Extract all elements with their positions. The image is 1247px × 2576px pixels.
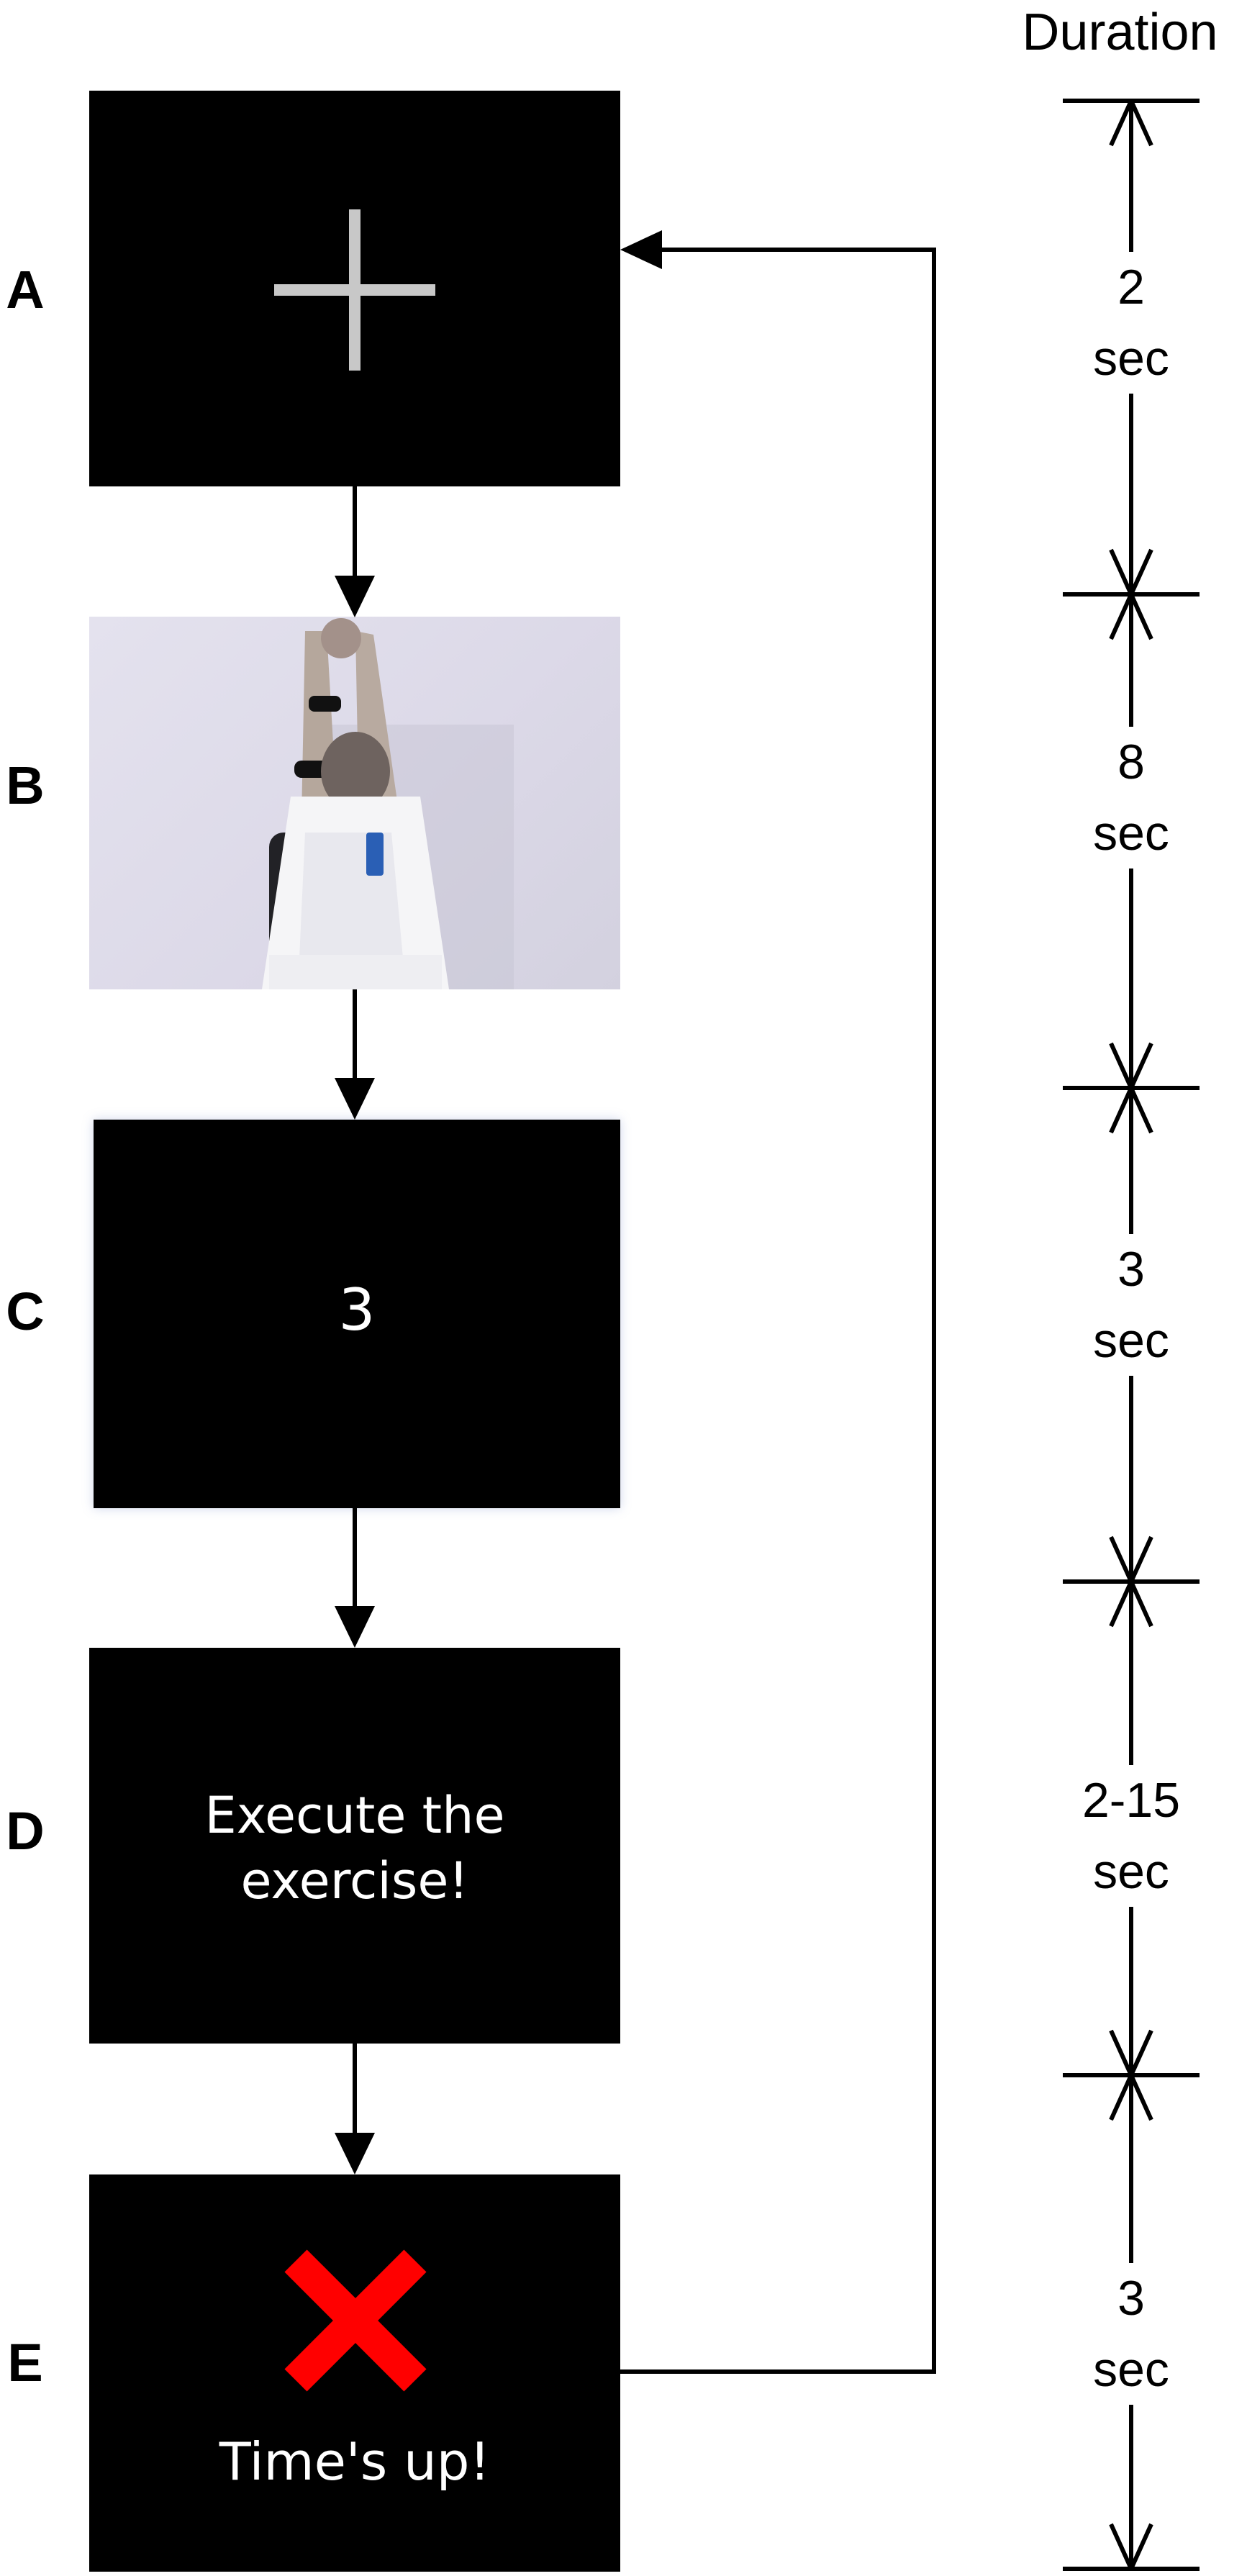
duration-segment-5: 3 sec — [1059, 2263, 1203, 2405]
timeline-arrow-down-left-4 — [1109, 2029, 1133, 2077]
timeline-arrow-up-left-3 — [1109, 1580, 1133, 1628]
timeline-arrow-up-right-3 — [1129, 1580, 1153, 1628]
photo-badge — [366, 833, 384, 876]
panel-label-a: A — [6, 260, 45, 319]
duration-unit-3: sec — [1093, 1312, 1169, 1368]
screen-fixation — [89, 91, 620, 486]
timeline-arrow-down-right-1 — [1129, 548, 1153, 596]
timeline-arrow-up-right-4 — [1129, 2074, 1153, 2121]
timeline-arrow-down-left-1 — [1109, 548, 1133, 596]
flow-arrow-b-c — [335, 989, 375, 1120]
timeline-arrow-up-left-4 — [1109, 2074, 1133, 2121]
duration-value-2: 8 — [1117, 735, 1145, 789]
person-raising-arms-photo — [262, 618, 514, 989]
plus-icon — [274, 209, 435, 371]
screen-timeout: Time's up! — [89, 2174, 620, 2572]
time-up-message: Time's up! — [219, 2431, 491, 2492]
timeline-arrow-down-right-4 — [1129, 2029, 1153, 2077]
duration-value-4: 2-15 — [1082, 1773, 1181, 1828]
duration-segment-4: 2-15 sec — [1059, 1765, 1203, 1908]
duration-value-1: 2 — [1117, 260, 1145, 314]
timeline-arrow-down-left-2 — [1109, 1042, 1133, 1089]
timeline-arrow-down-right-2 — [1129, 1042, 1153, 1089]
duration-unit-5: sec — [1093, 2341, 1169, 2397]
duration-segment-1: 2 sec — [1059, 252, 1203, 394]
timeline-arrow-up-left-0 — [1109, 99, 1133, 147]
screen-countdown: 3 — [94, 1120, 620, 1508]
duration-value-5: 3 — [1117, 2271, 1145, 2326]
countdown-number: 3 — [338, 1276, 376, 1343]
flow-arrow-c-d — [335, 1508, 375, 1648]
duration-value-3: 3 — [1117, 1242, 1145, 1297]
timeline-arrow-up-right-2 — [1129, 1087, 1153, 1134]
duration-unit-2: sec — [1093, 805, 1169, 861]
timeline-arrow-down-right-5 — [1129, 2523, 1153, 2570]
timeline-arrow-up-left-2 — [1109, 1087, 1133, 1134]
photo-head — [321, 732, 390, 811]
duration-unit-4: sec — [1093, 1843, 1169, 1899]
duration-segment-2: 8 sec — [1059, 727, 1203, 869]
flow-arrow-a-b — [335, 486, 375, 617]
panel-label-d: D — [6, 1801, 45, 1861]
red-x-stroke-2 — [284, 2249, 427, 2392]
timeline-arrow-down-right-3 — [1129, 1536, 1153, 1583]
timeline-arrow-down-left-3 — [1109, 1536, 1133, 1583]
panel-label-b: B — [6, 756, 45, 815]
photo-hands — [321, 618, 361, 658]
panel-label-e: E — [7, 2333, 43, 2393]
loop-arrow-e-a — [620, 230, 936, 2374]
screen-photo — [89, 617, 620, 989]
timeline-arrow-up-right-1 — [1129, 593, 1153, 640]
duration-segment-3: 3 sec — [1059, 1234, 1203, 1377]
photo-legs — [269, 955, 442, 989]
timeline-arrow-down-left-5 — [1109, 2523, 1133, 2570]
timeline-arrow-up-left-1 — [1109, 593, 1133, 640]
timeline-arrow-up-right-0 — [1129, 99, 1153, 147]
photo-wristband — [309, 696, 341, 712]
red-x-icon — [284, 2249, 427, 2392]
duration-header: Duration — [993, 0, 1247, 65]
screen-execute: Execute the exercise! — [89, 1648, 620, 2044]
panel-label-c: C — [6, 1282, 45, 1341]
duration-unit-1: sec — [1093, 330, 1169, 386]
execute-instruction: Execute the exercise! — [204, 1786, 505, 1910]
flow-arrow-d-e — [335, 2044, 375, 2174]
